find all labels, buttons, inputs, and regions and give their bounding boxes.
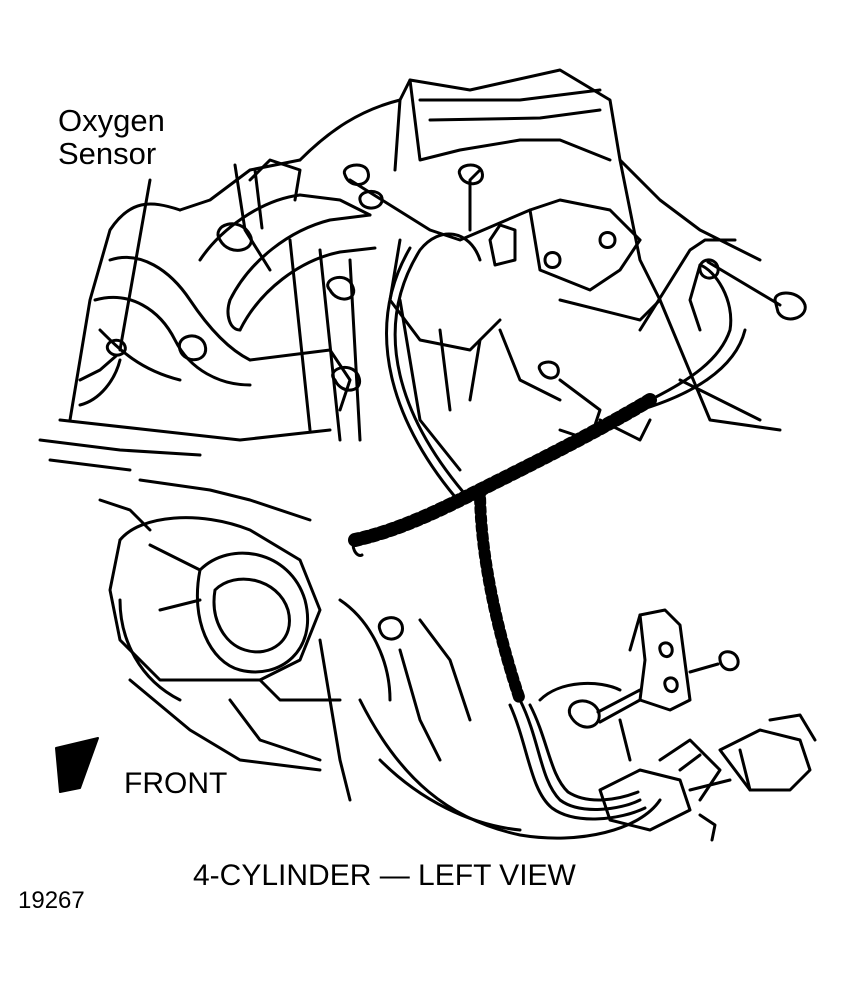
wire-connector	[598, 713, 817, 842]
oxygen-sensor-label-line2: Sensor	[58, 136, 157, 172]
harness-bracket-right	[638, 238, 807, 432]
harness-clip-bracket	[538, 608, 692, 712]
oxygen-sensor	[78, 178, 152, 407]
front-label: FRONT	[124, 767, 228, 800]
transaxle-housing	[318, 598, 662, 840]
block-ribs	[288, 238, 562, 472]
intake-runners	[198, 158, 384, 332]
view-title: 4-CYLINDER — LEFT VIEW	[193, 859, 576, 892]
figure-number: 19267	[18, 887, 85, 914]
engine-block	[68, 68, 762, 422]
front-arrow-icon	[55, 737, 99, 793]
wiring-harness-upper	[385, 163, 517, 507]
oxygen-sensor-label-line1: Oxygen	[58, 103, 165, 138]
bolt-fastener	[567, 650, 740, 729]
starter-motor	[98, 478, 342, 772]
oxygen-sensor-label: Oxygen Sensor	[58, 104, 165, 171]
wiring-harness-lower	[508, 698, 647, 821]
